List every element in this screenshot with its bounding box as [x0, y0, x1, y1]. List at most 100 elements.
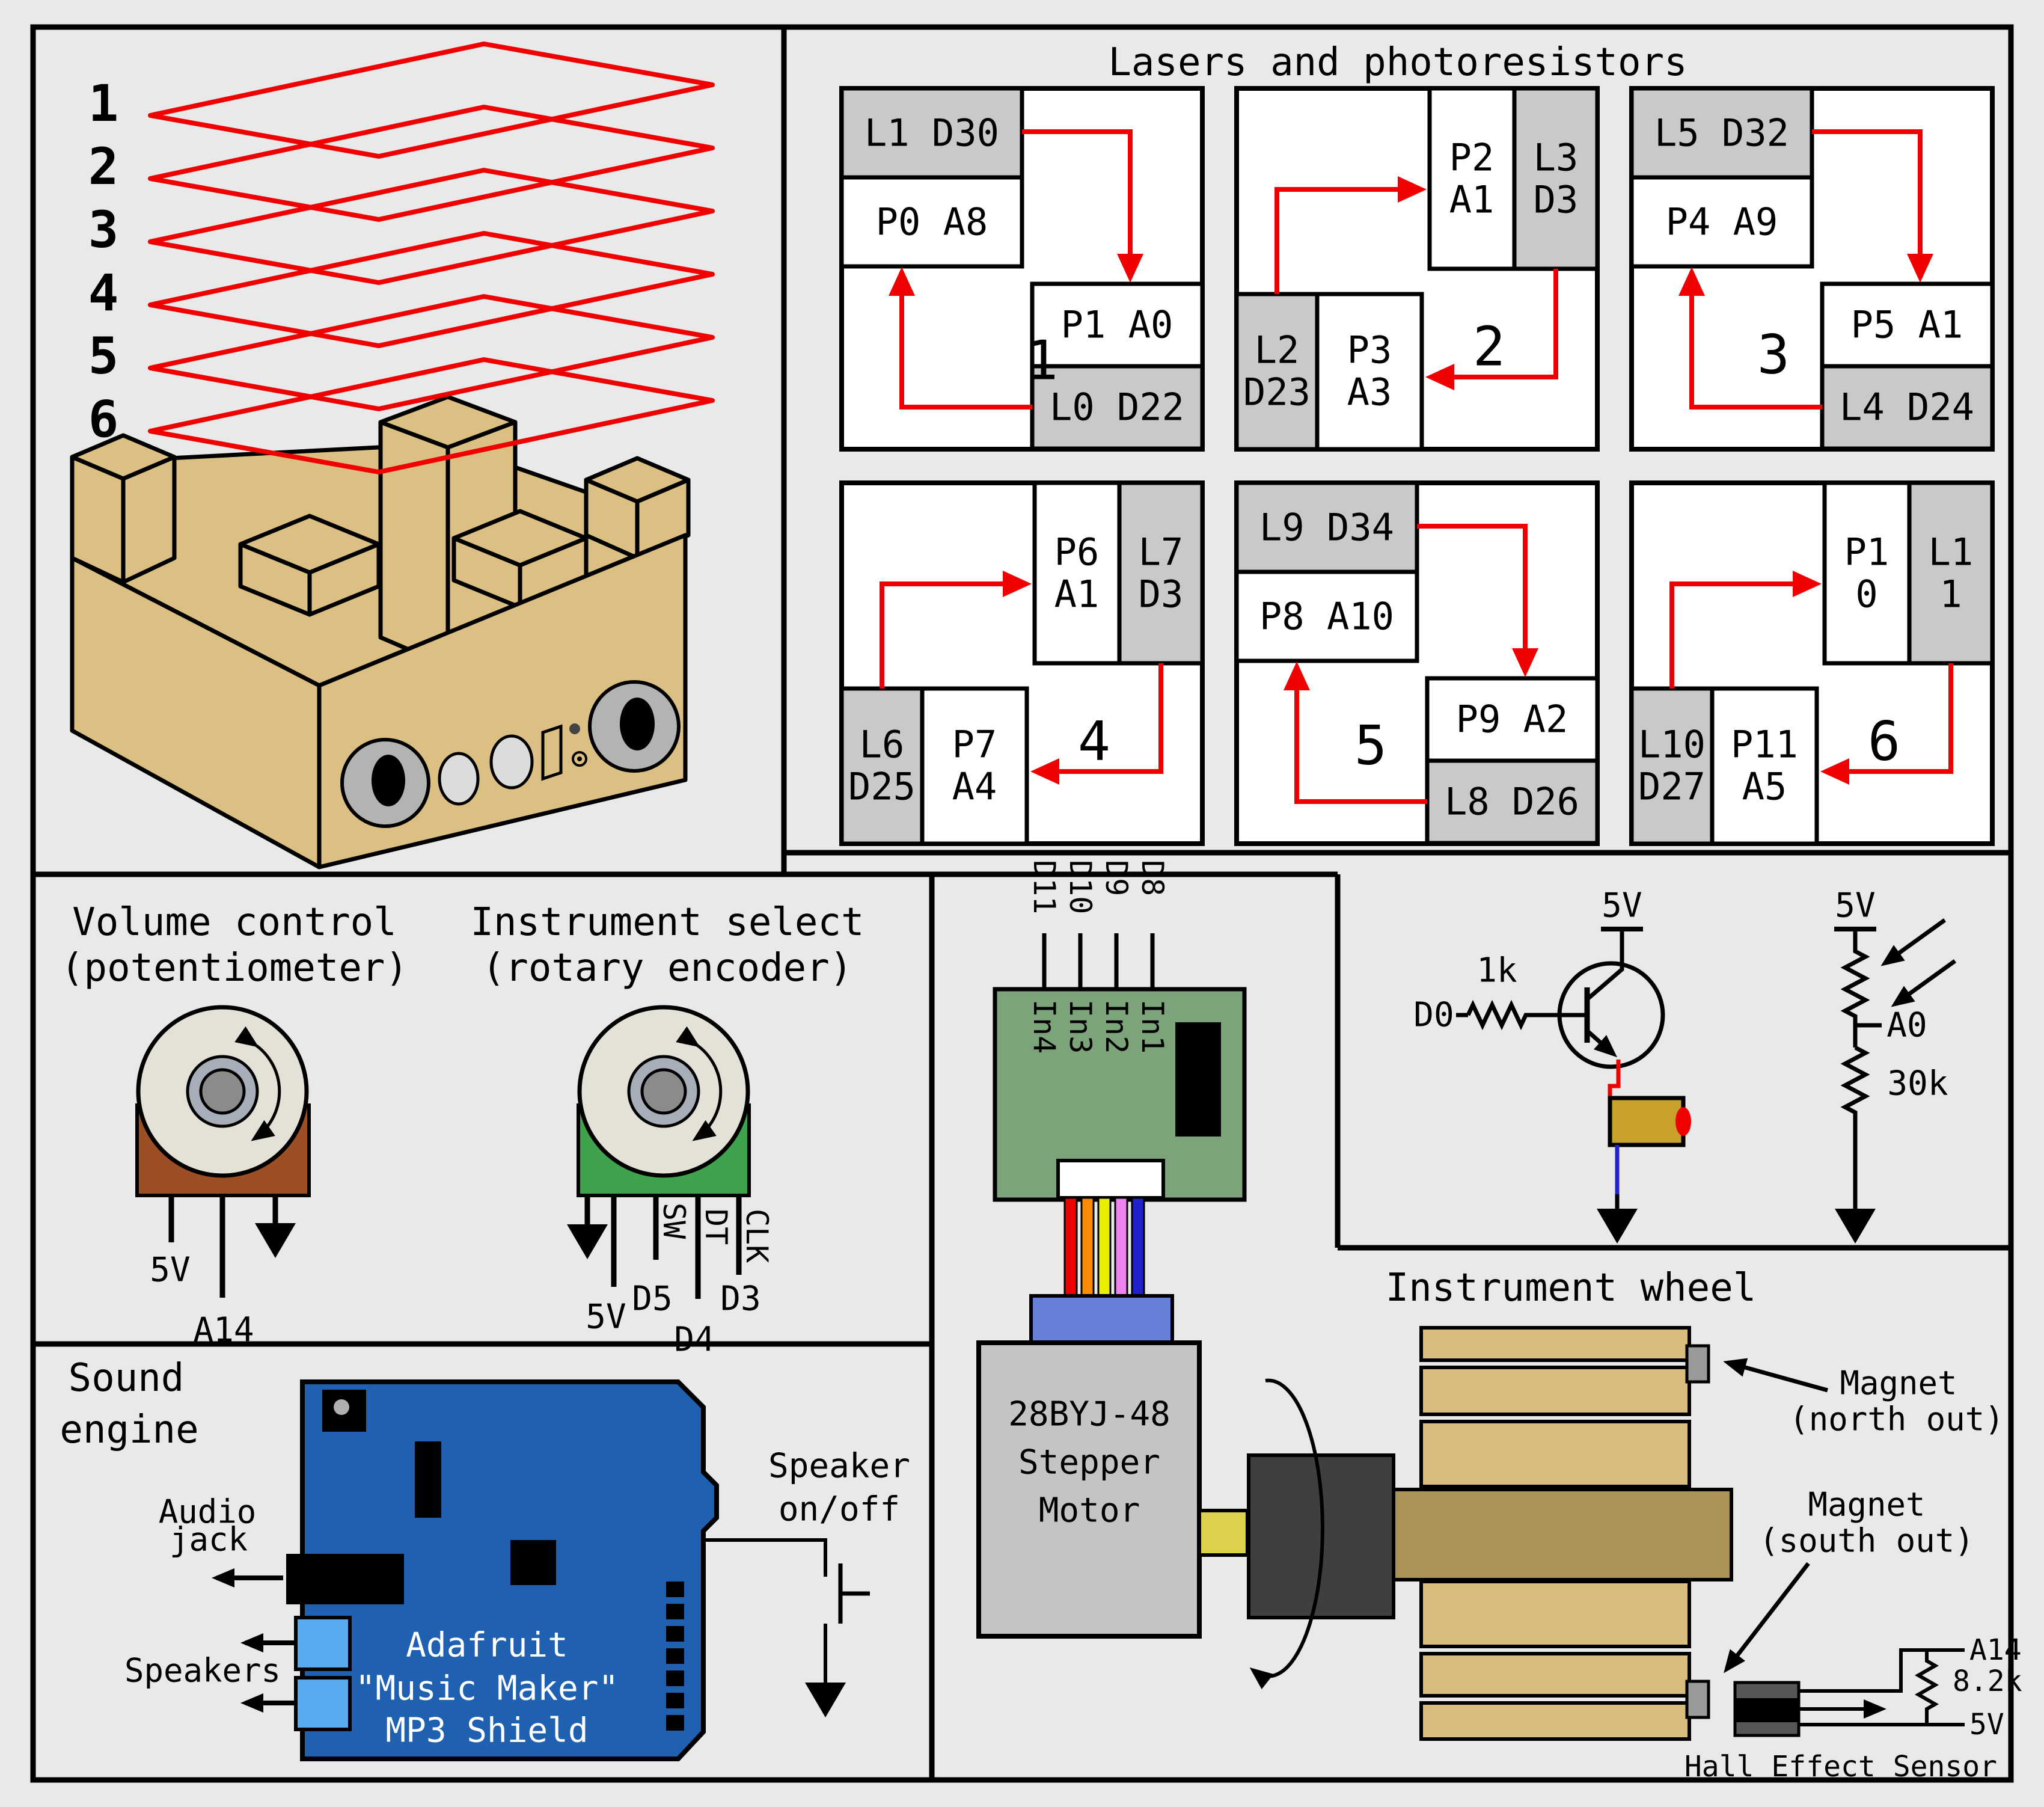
- photo-box-label: P8 A10: [1259, 595, 1394, 639]
- encoder-title: Instrument select: [470, 900, 864, 945]
- laser-box: [1907, 480, 1995, 666]
- switch-label: on/off: [779, 1490, 900, 1529]
- wheel-slats: [1419, 1326, 1691, 1741]
- beam-arrow-icon: [1030, 663, 1163, 785]
- photo-box-label: A3: [1347, 370, 1392, 414]
- laser-square-5: L9 D34 P8 A10 P9 A2 L8 D26 5: [1234, 480, 1600, 846]
- sound-title: Sound: [69, 1356, 185, 1401]
- square-number: 5: [1354, 714, 1387, 778]
- square-number: 2: [1473, 316, 1505, 379]
- light-arrow-icon: [1891, 959, 1957, 1007]
- encoder-knob[interactable]: [640, 1068, 687, 1115]
- layer-number: 6: [88, 390, 119, 449]
- rotary-encoder[interactable]: 5V SW D5 DT D4 CLK D3: [567, 1005, 774, 1360]
- laser-planes: [148, 41, 715, 474]
- pin-label: D8: [1135, 860, 1170, 896]
- rotate-arrow-icon: [234, 1026, 281, 1141]
- laser-box: [1234, 480, 1419, 574]
- pot-knob[interactable]: [199, 1068, 246, 1115]
- laser-square-2: P2 A1 L3 D3 L2 D23 P3 A3 2: [1234, 86, 1600, 452]
- pin-label: D11: [1027, 860, 1062, 914]
- layer-number: 2: [88, 137, 119, 196]
- wheel-hub: [1392, 1488, 1733, 1582]
- driver-in-label: In1: [1135, 999, 1170, 1054]
- motor-label: Motor: [1039, 1491, 1140, 1530]
- audio-jack[interactable]: [286, 1554, 404, 1604]
- photo-box-label: P1: [1844, 530, 1889, 574]
- motor-connector: [1029, 1294, 1174, 1345]
- laser-driver-circuit: 5V D0 1k: [1413, 886, 1691, 1244]
- laser-box-label: D23: [1243, 370, 1311, 414]
- board-title: Adafruit: [406, 1626, 568, 1665]
- layer-number: 4: [88, 263, 119, 322]
- volume-title: Volume control: [72, 900, 396, 945]
- hall-sensor: A14 8.2k 5V: [1733, 1633, 2022, 1741]
- front-panel-details: [340, 680, 681, 828]
- laser-box: [1030, 364, 1205, 451]
- speaker-terminal[interactable]: [294, 1616, 352, 1671]
- sound-engine-panel: Sound engine Audio jack Speakers Adafrui…: [60, 1356, 910, 1761]
- wheel-slat: [1419, 1420, 1691, 1488]
- photo-box: [1234, 569, 1419, 663]
- beam-arrow-icon: [1022, 129, 1143, 283]
- laser-box-label: L0 D22: [1050, 385, 1184, 429]
- photo-box: [839, 175, 1024, 269]
- volume-subtitle: (potentiometer): [61, 946, 408, 990]
- photo-box-label: A1: [1449, 178, 1495, 222]
- photo-box-label: P3: [1347, 328, 1392, 372]
- photo-box: [1425, 676, 1600, 763]
- board-title: MP3 Shield: [385, 1711, 588, 1750]
- laser-plane-2: [148, 105, 715, 222]
- photo-box: [1315, 292, 1424, 452]
- pin-label: A14: [193, 1311, 254, 1350]
- photo-box-label: P9 A2: [1456, 698, 1568, 741]
- wheel-slat: [1419, 1366, 1691, 1416]
- speakers-label: Speakers: [124, 1652, 281, 1690]
- panel-borders: [30, 24, 2014, 1783]
- knob-small: [489, 734, 534, 790]
- pin-header: [666, 1582, 684, 1731]
- lasers-title: Lasers and photoresistors: [1108, 40, 1687, 85]
- photo-box: [1629, 175, 1814, 269]
- audio-jack-label: Audio: [159, 1493, 257, 1531]
- laser-square-1: L1 D30 P0 A8 P1 A0 L0 D22 1: [839, 86, 1205, 452]
- photo-box: [1820, 281, 1995, 369]
- beam-arrow-icon: [1417, 524, 1538, 677]
- magnet-south-label: Magnet: [1808, 1486, 1925, 1524]
- laser-wire-positive: [1608, 1060, 1621, 1100]
- pin-label: D10: [1063, 860, 1098, 914]
- pin-label: A0: [1886, 1006, 1927, 1045]
- pin-label: D4: [674, 1321, 714, 1360]
- motor-label: 28BYJ-48: [1008, 1395, 1170, 1434]
- reset-button-cap[interactable]: [334, 1399, 349, 1415]
- laser-box-label: L1 D30: [864, 111, 999, 155]
- driver-ic: [1175, 1022, 1221, 1137]
- photo-box: [1710, 686, 1819, 846]
- driver-connector: [1056, 1159, 1165, 1200]
- board-title: "Music Maker": [355, 1669, 619, 1708]
- front-tooth-top: [238, 514, 381, 575]
- laser-box-label: D3: [1534, 178, 1579, 222]
- pin-label: D0: [1413, 996, 1454, 1035]
- layer-numbers: 1 2 3 4 5 6: [88, 74, 119, 449]
- indicator-ring: [572, 751, 587, 767]
- switch-label: Speaker: [768, 1447, 910, 1486]
- magnet-north: [1685, 1344, 1710, 1384]
- laser-box-label: L5 D32: [1654, 111, 1789, 155]
- potentiometer[interactable]: 5V A14: [135, 1005, 311, 1350]
- laser-plane-3: [148, 168, 715, 285]
- wheel-title: Instrument wheel: [1386, 1266, 1757, 1310]
- audio-jack-label: jack: [170, 1521, 248, 1559]
- laser-plane-6: [148, 357, 715, 474]
- laser-box-label: 1: [1939, 572, 1962, 616]
- speaker-terminal[interactable]: [294, 1676, 352, 1731]
- laser-plane-4: [148, 231, 715, 348]
- hall-cap: [1735, 1722, 1799, 1735]
- resistor-8k2: [1914, 1650, 1939, 1725]
- photo-box-label: P2: [1449, 136, 1495, 180]
- magnet-south-label: (south out): [1759, 1522, 1974, 1560]
- photo-box-label: P1 A0: [1061, 303, 1173, 347]
- laser-box-label: L8 D26: [1445, 780, 1579, 824]
- laser-box-label: L10: [1638, 723, 1706, 767]
- supply-label: 5V: [1835, 886, 1875, 925]
